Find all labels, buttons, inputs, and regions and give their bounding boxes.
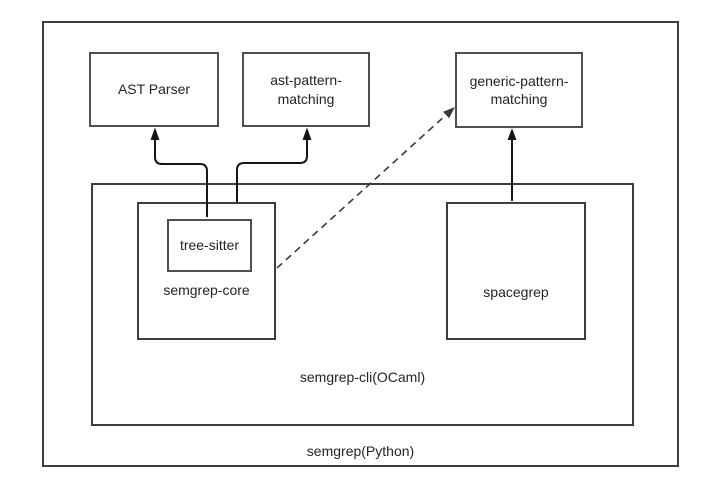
- container-semgrep-python-label: semgrep(Python): [306, 443, 415, 459]
- node-spacegrep: spacegrep: [446, 202, 586, 340]
- node-semgrep-core-label: semgrep-core: [163, 282, 250, 298]
- node-ast-parser-label: AST Parser: [117, 81, 191, 98]
- node-tree-sitter: tree-sitter: [167, 219, 252, 272]
- node-generic-pattern-matching-label: generic-pattern-matching: [469, 72, 569, 107]
- node-ast-pattern-matching: ast-pattern-matching: [242, 52, 370, 127]
- node-spacegrep-label: spacegrep: [483, 284, 549, 300]
- node-ast-parser: AST Parser: [89, 52, 219, 127]
- node-semgrep-core: tree-sitter semgrep-core: [137, 202, 276, 340]
- container-semgrep-cli-ocaml-label: semgrep-cli(OCaml): [299, 369, 426, 385]
- node-generic-pattern-matching: generic-pattern-matching: [455, 52, 583, 128]
- node-tree-sitter-label: tree-sitter: [179, 237, 240, 254]
- node-ast-pattern-matching-label: ast-pattern-matching: [270, 72, 342, 107]
